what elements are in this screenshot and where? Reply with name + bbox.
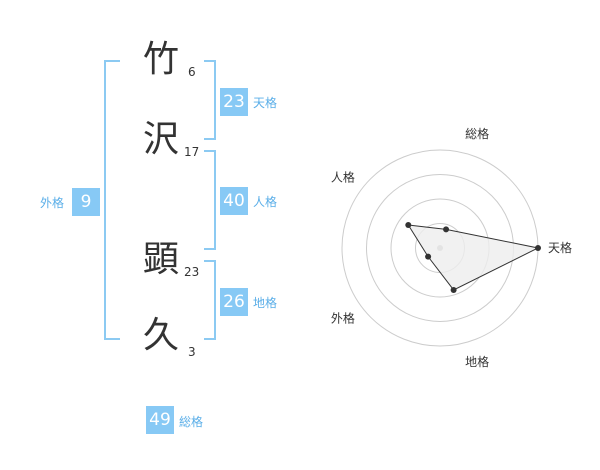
radar-axis-label-0: 総格 [465, 126, 489, 141]
name-char-1: 竹 [143, 39, 180, 80]
name-char-4-strokes: 3 [188, 345, 196, 359]
gaikaku-label: 外格 [40, 196, 65, 210]
gaikaku-bracket [104, 60, 120, 340]
chikaku-label: 地格 [253, 296, 278, 310]
radar-point-4 [405, 221, 412, 228]
tenkaku-value-badge: 23 [220, 88, 248, 116]
radar-axis-label-2: 地格 [465, 354, 489, 369]
radar-point-2 [450, 286, 457, 293]
radar-point-1 [535, 245, 541, 251]
jinkaku-label: 人格 [253, 195, 278, 209]
name-char-1-strokes: 6 [188, 65, 196, 79]
name-char-2-strokes: 17 [184, 145, 200, 159]
tenkaku-bracket [204, 60, 216, 140]
radar-axis-label-1: 天格 [548, 240, 572, 255]
soukaku-label: 総格 [179, 415, 204, 429]
radar-series-area [407, 224, 540, 291]
name-char-3: 顕 [143, 239, 180, 280]
jinkaku-bracket [204, 150, 216, 250]
radar-axis-label-4: 人格 [331, 169, 355, 184]
radar-axis-label-3: 外格 [331, 311, 355, 326]
chikaku-value-badge: 26 [220, 288, 248, 316]
name-char-4: 久 [143, 315, 180, 356]
radar-point-3 [425, 253, 432, 260]
radar-point-0 [443, 226, 450, 233]
jinkaku-value-badge: 40 [220, 187, 248, 215]
name-char-2: 沢 [143, 119, 180, 160]
gaikaku-value-badge: 9 [72, 188, 100, 216]
soukaku-value-badge: 49 [146, 406, 174, 434]
name-char-3-strokes: 23 [184, 265, 200, 279]
chikaku-bracket [204, 260, 216, 340]
tenkaku-label: 天格 [253, 96, 278, 110]
fortune-radar-chart: 総格天格地格 外格 人格 [320, 110, 600, 380]
